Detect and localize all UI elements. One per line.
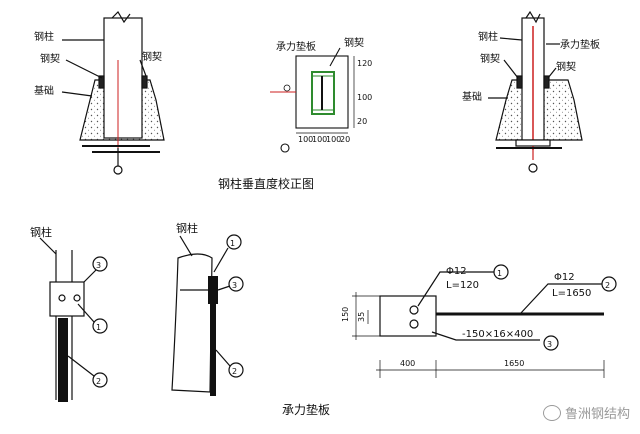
label-bearing-plate: 承力垫板	[276, 40, 316, 53]
callout-bm-2: 2	[232, 367, 237, 376]
label-wedge-left: 钢契	[40, 52, 60, 65]
dim-width-400: 400	[400, 359, 415, 368]
callout-br-1-num: 1	[497, 269, 502, 278]
top-middle-figure	[270, 47, 355, 153]
label-column-bl: 钢柱	[30, 225, 52, 239]
label-wedge: 钢契	[344, 36, 364, 49]
label-wedge-right-r: 钢契	[556, 60, 576, 73]
bottom-right-figure	[352, 264, 617, 378]
label-wedge-left-r: 钢契	[480, 52, 500, 65]
dim-bottom-1: 100	[298, 135, 313, 144]
callout-bl-3: 3	[96, 261, 101, 270]
label-bearing-plate-r: 承力垫板	[560, 38, 600, 51]
callout-br-1-line1: Φ12	[446, 266, 467, 277]
dim-right-3: 20	[357, 117, 367, 126]
column-section	[311, 71, 335, 115]
watermark: 鲁洲钢结构	[542, 403, 630, 422]
callout-bl-2: 2	[96, 377, 101, 386]
label-column-bm: 钢柱	[176, 221, 198, 235]
watermark-text: 鲁洲钢结构	[564, 407, 630, 422]
callout-br-2-line1: Φ12	[554, 272, 575, 283]
dim-bottom-3: 100	[326, 135, 341, 144]
callout-br-1-line2: L=120	[446, 280, 479, 291]
dim-right-2: 100	[357, 93, 372, 102]
bottom-middle-figure	[171, 234, 244, 396]
column-break-mark	[111, 11, 131, 24]
callout-br-2-num: 2	[605, 281, 610, 290]
dim-right-1: 120	[357, 59, 372, 68]
wedge-left	[516, 75, 523, 89]
dim-inner: 35	[357, 312, 366, 322]
label-wedge-right: 钢契	[142, 50, 162, 63]
plumb-bob	[113, 165, 123, 175]
plate-plan	[379, 295, 437, 337]
callout-br-3-text: -150×16×400	[462, 329, 533, 340]
label-foundation-r: 基础	[462, 90, 482, 103]
dim-bottom-4: 20	[340, 135, 350, 144]
label-column-r: 钢柱	[478, 30, 498, 43]
column-break-mark	[525, 10, 541, 24]
wedge-left	[98, 75, 105, 89]
top-right-figure	[488, 10, 583, 173]
callout-br-2-line2: L=1650	[552, 288, 591, 299]
caption-top: 钢柱垂直度校正图	[218, 176, 314, 191]
label-foundation: 基础	[34, 84, 54, 97]
bottom-left-figure	[39, 237, 108, 402]
callout-br-3-num: 3	[547, 340, 552, 349]
callout-bm-1: 1	[230, 239, 235, 248]
wedge-right	[141, 75, 148, 89]
steel-column	[103, 17, 143, 139]
dim-width-1650: 1650	[504, 359, 524, 368]
top-left-figure	[61, 11, 165, 175]
plumb-bob	[528, 163, 538, 173]
caption-bottom: 承力垫板	[282, 402, 330, 417]
dim-bottom-2: 100	[312, 135, 327, 144]
wedge-right	[543, 75, 550, 89]
bearing-plate	[515, 139, 551, 147]
callout-bm-3: 3	[232, 281, 237, 290]
wechat-icon	[542, 404, 561, 421]
label-column: 钢柱	[34, 30, 54, 43]
dim-height: 150	[341, 307, 350, 322]
callout-bl-1: 1	[96, 323, 101, 332]
